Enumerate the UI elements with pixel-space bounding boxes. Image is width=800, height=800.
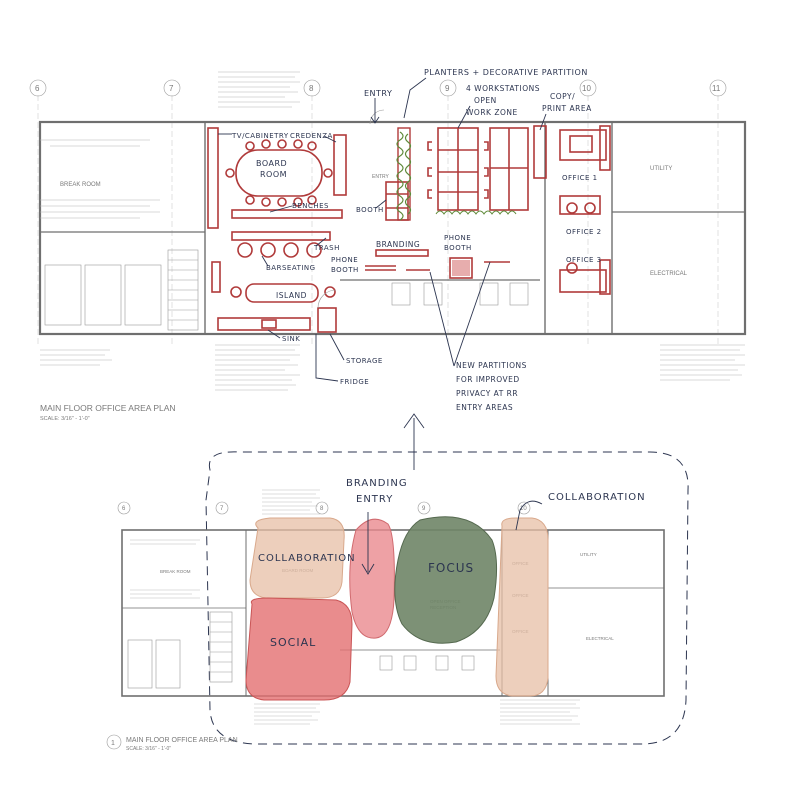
bottom-break-room-tag: BREAK ROOM xyxy=(160,569,191,574)
storage xyxy=(317,307,337,333)
top-column-markers: 6 7 8 9 10 11 xyxy=(29,79,727,97)
top-plan-scale: SCALE: 3/16" - 1'-0" xyxy=(40,416,90,422)
collaboration-zone-right xyxy=(495,517,549,697)
workstations xyxy=(427,127,529,211)
bottom-utility-tag: UTILITY xyxy=(580,552,597,557)
collaboration-right-label: COLLABORATION xyxy=(548,492,646,503)
top-walls: BREAK ROOM UTILITY ELECTRICAL ENTRY xyxy=(38,71,747,391)
collaboration-zone-left xyxy=(249,517,345,599)
copy-label-1: COPY/ xyxy=(550,92,575,101)
top-grid-lines xyxy=(37,95,719,345)
social-label: SOCIAL xyxy=(270,636,316,649)
storage-label: STORAGE xyxy=(346,357,383,365)
partitions-label-1: NEW PARTITIONS xyxy=(456,361,527,370)
top-entry-tag: ENTRY xyxy=(372,174,390,180)
fridge-label: FRIDGE xyxy=(340,378,369,386)
phone-booth-b-label-1: PHONE xyxy=(444,234,471,242)
office-1-furniture xyxy=(559,125,611,171)
top-annotations: PLANTERS + DECORATIVE PARTITION ENTRY 4 … xyxy=(218,68,602,412)
planters-label: PLANTERS + DECORATIVE PARTITION xyxy=(424,68,588,77)
furniture-sketch xyxy=(207,125,611,333)
workstation-plants xyxy=(435,210,517,215)
phone-booth-a-label-2: BOOTH xyxy=(331,266,359,274)
branding-zone-label-1: BRANDING xyxy=(346,478,408,489)
top-break-room-tag: BREAK ROOM xyxy=(60,182,101,188)
collaboration-left-label: COLLABORATION xyxy=(258,553,356,564)
office-2-furniture xyxy=(559,195,601,215)
bottom-column-markers: 6 7 8 9 10 xyxy=(117,501,531,515)
tv-cabinetry-label: TV/CABINETRY xyxy=(231,132,289,140)
column-marker-6: 6 xyxy=(35,84,40,93)
board-room-table xyxy=(225,139,333,207)
zone-bubbles xyxy=(245,500,549,701)
office-2-label: OFFICE 2 xyxy=(566,228,602,236)
phone-booth-b-label-2: BOOTH xyxy=(444,244,472,252)
workstations-label-3: WORK ZONE xyxy=(466,108,518,117)
bottom-marker-6: 6 xyxy=(122,506,126,512)
board-room-label-2: ROOM xyxy=(260,170,287,179)
island-label: ISLAND xyxy=(276,291,307,300)
bottom-plan-title: MAIN FLOOR OFFICE AREA PLAN xyxy=(126,737,238,744)
island xyxy=(211,261,336,303)
workstations-label-2: OPEN xyxy=(474,96,497,105)
benches-label: BENCHES xyxy=(292,202,329,210)
office-3-furniture xyxy=(559,259,611,295)
tv-cabinetry xyxy=(207,127,219,229)
kitchen-counter xyxy=(217,317,311,331)
top-plan-title: MAIN FLOOR OFFICE AREA PLAN xyxy=(40,403,176,413)
column-marker-8: 8 xyxy=(309,84,314,93)
office-1-label: OFFICE 1 xyxy=(562,174,598,182)
bar-seating xyxy=(231,231,331,258)
bottom-marker-9: 9 xyxy=(422,506,426,512)
trash-label: TRASH xyxy=(313,244,340,252)
bottom-marker-10: 10 xyxy=(520,506,527,512)
phone-booth-a-label-1: PHONE xyxy=(331,256,358,264)
branding-wall xyxy=(375,249,429,257)
branding-entry-zone xyxy=(349,518,395,639)
column-marker-10: 10 xyxy=(582,84,591,93)
partitions-label-2: FOR IMPROVED xyxy=(456,375,520,384)
bottom-marker-7: 7 xyxy=(220,506,224,512)
bottom-plan: 6 7 8 9 10 xyxy=(106,451,689,752)
board-room-label-1: BOARD xyxy=(256,159,287,168)
column-marker-9: 9 xyxy=(445,84,450,93)
booth-label: BOOTH xyxy=(356,206,384,214)
workstations-label-1: 4 WORKSTATIONS xyxy=(466,84,540,93)
office-3-label: OFFICE 3 xyxy=(566,256,602,264)
column-marker-11: 11 xyxy=(712,84,721,93)
booth xyxy=(385,181,409,221)
barseating-label: BARSEATING xyxy=(266,264,316,272)
partitions-label-3: PRIVACY AT RR xyxy=(456,389,518,398)
detail-number: 1 xyxy=(111,740,115,747)
copy-print-area xyxy=(533,125,547,179)
column-marker-7: 7 xyxy=(169,84,174,93)
focus-label: FOCUS xyxy=(428,561,474,575)
branding-label: BRANDING xyxy=(376,240,420,249)
top-electrical-tag: ELECTRICAL xyxy=(650,271,688,277)
phone-booth-a xyxy=(365,265,396,271)
focus-zone xyxy=(394,516,498,644)
zone-study-cloud xyxy=(205,451,689,745)
planters-partition xyxy=(396,127,412,221)
top-utility-tag: UTILITY xyxy=(650,166,672,172)
phone-booth-b xyxy=(449,257,473,279)
social-zone xyxy=(245,597,353,701)
credenza-label: CREDENZA xyxy=(290,132,333,140)
bottom-marker-8: 8 xyxy=(320,506,324,512)
new-partitions xyxy=(406,261,510,271)
transition-arrow xyxy=(403,413,425,470)
bottom-plan-scale: SCALE: 3/16" - 1'-0" xyxy=(126,746,171,752)
sink-label: SINK xyxy=(282,335,300,343)
bottom-electrical-tag: ELECTRICAL xyxy=(586,636,614,641)
branding-zone-label-2: ENTRY xyxy=(356,494,393,505)
partitions-label-4: ENTRY AREAS xyxy=(456,403,513,412)
entry-label: ENTRY xyxy=(364,89,392,98)
top-plan: 6 7 8 9 10 11 xyxy=(29,71,747,422)
benches xyxy=(231,209,343,219)
detail-marker xyxy=(106,734,122,750)
credenza xyxy=(333,134,347,196)
copy-label-2: PRINT AREA xyxy=(542,104,592,113)
